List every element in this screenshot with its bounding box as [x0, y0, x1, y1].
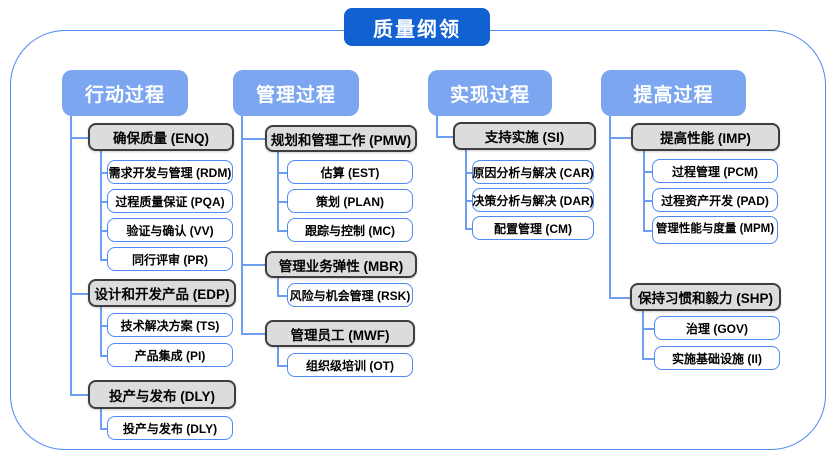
node-pr: 同行评审 (PR): [107, 247, 233, 271]
connector-line: [465, 172, 472, 174]
connector-line: [436, 116, 438, 136]
node-ot: 组织级培训 (OT): [287, 353, 413, 377]
connector-line: [642, 328, 654, 330]
connector-line: [100, 355, 107, 357]
connector-line: [100, 259, 107, 261]
node-pqa: 过程质量保证 (PQA): [107, 189, 233, 213]
column-header-action-process: 行动过程: [62, 70, 188, 116]
connector-line: [241, 116, 243, 333]
connector-line: [642, 358, 654, 360]
connector-line: [465, 150, 467, 228]
connector-line: [100, 151, 102, 259]
connector-line: [609, 116, 611, 297]
node-mbr: 管理业务弹性 (MBR): [265, 251, 417, 278]
node-mc: 跟踪与控制 (MC): [287, 218, 413, 242]
node-gov: 治理 (GOV): [654, 316, 780, 340]
connector-line: [100, 325, 107, 327]
connector-line: [241, 138, 265, 140]
connector-line: [100, 230, 107, 232]
node-pmw: 规划和管理工作 (PMW): [265, 125, 417, 152]
node-dly-leaf: 投产与发布 (DLY): [107, 416, 233, 440]
node-mpm: 管理性能与度量 (MPM): [652, 216, 778, 244]
node-pi: 产品集成 (PI): [107, 343, 233, 367]
connector-line: [277, 152, 279, 230]
column-header-implementation-process: 实现过程: [428, 70, 552, 116]
connector-line: [100, 201, 107, 203]
connector-line: [436, 136, 453, 138]
connector-line: [642, 311, 644, 358]
connector-line: [100, 172, 107, 174]
node-enq: 确保质量 (ENQ): [88, 123, 234, 151]
connector-line: [70, 293, 88, 295]
node-mwf: 管理员工 (MWF): [265, 320, 415, 347]
connector-line: [609, 297, 630, 299]
connector-line: [100, 409, 102, 428]
node-est: 估算 (EST): [287, 160, 413, 184]
connector-line: [277, 201, 287, 203]
connector-line: [70, 394, 88, 396]
node-rdm: 需求开发与管理 (RDM): [107, 160, 233, 184]
connector-line: [277, 278, 279, 295]
node-dly-group: 投产与发布 (DLY): [88, 380, 236, 409]
node-ii: 实施基础设施 (II): [654, 346, 780, 370]
connector-line: [643, 230, 652, 232]
connector-line: [465, 200, 472, 202]
node-rsk: 风险与机会管理 (RSK): [287, 283, 413, 307]
column-header-management-process: 管理过程: [233, 70, 359, 116]
node-vv: 验证与确认 (VV): [107, 218, 233, 242]
connector-line: [277, 365, 287, 367]
node-edp: 设计和开发产品 (EDP): [88, 279, 236, 307]
connector-line: [70, 137, 88, 139]
node-si: 支持实施 (SI): [453, 122, 596, 150]
node-ts: 技术解决方案 (TS): [107, 313, 233, 337]
connector-line: [277, 172, 287, 174]
node-pcm: 过程管理 (PCM): [652, 159, 778, 183]
connector-line: [277, 347, 279, 365]
node-cm: 配置管理 (CM): [472, 216, 594, 240]
connector-line: [100, 428, 107, 430]
connector-line: [643, 151, 645, 230]
connector-line: [277, 230, 287, 232]
connector-line: [70, 116, 72, 394]
node-shp: 保持习惯和毅力 (SHP): [630, 283, 781, 311]
connector-line: [609, 137, 631, 139]
connector-line: [100, 307, 102, 355]
node-car: 原因分析与解决 (CAR): [472, 160, 594, 184]
connector-line: [643, 200, 652, 202]
diagram-title: 质量纲领: [344, 8, 490, 46]
connector-line: [241, 333, 265, 335]
node-imp: 提高性能 (IMP): [631, 123, 780, 151]
connector-line: [643, 171, 652, 173]
column-header-improvement-process: 提高过程: [601, 70, 746, 116]
node-plan: 策划 (PLAN): [287, 189, 413, 213]
connector-line: [241, 264, 265, 266]
connector-line: [465, 228, 472, 230]
connector-line: [277, 295, 287, 297]
node-pad: 过程资产开发 (PAD): [652, 188, 778, 212]
node-dar: 决策分析与解决 (DAR): [472, 188, 594, 212]
